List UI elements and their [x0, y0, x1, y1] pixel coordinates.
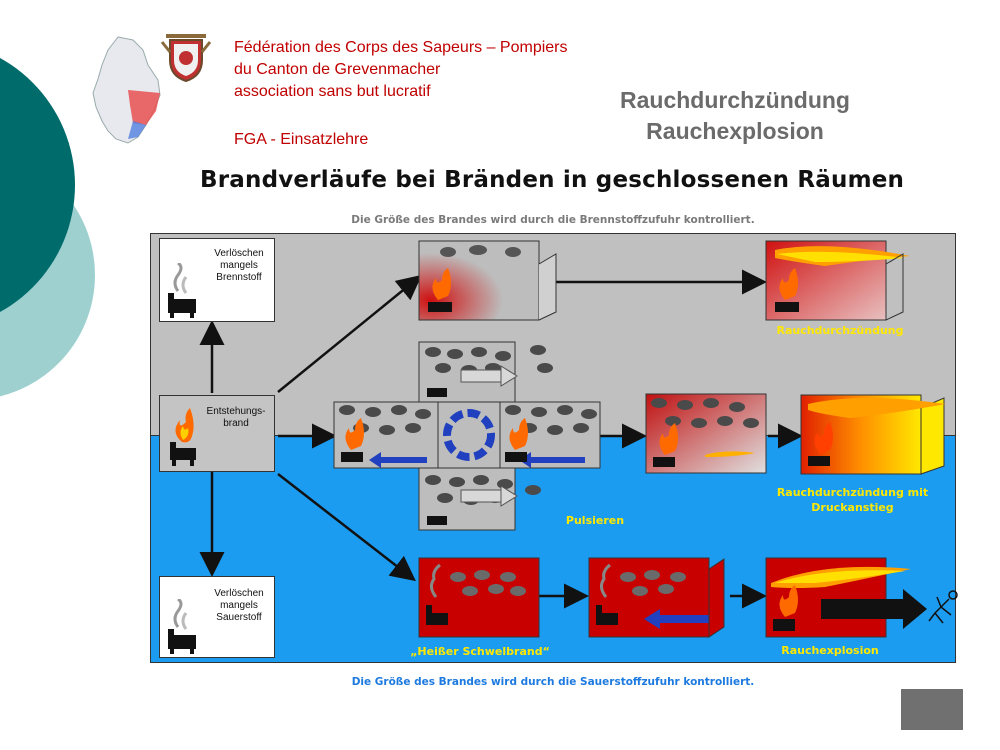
- room-pulsing-cluster: [333, 341, 601, 531]
- room-hot-smoldering: [418, 557, 540, 638]
- org-name-line2: du Canton de Grevenmacher: [234, 61, 441, 78]
- box-no-oxygen-label: Verlöschen mangels Sauerstoff: [214, 588, 264, 623]
- slide-nav-button[interactable]: [901, 689, 963, 730]
- luxembourg-map-icon: [92, 36, 161, 144]
- room-smoldering-opening: [588, 557, 725, 638]
- slide-title: Rauchdurchzündung Rauchexplosion: [580, 85, 890, 147]
- top-caption: Die Größe des Brandes wird durch die Bre…: [351, 214, 755, 226]
- diagram-headline: Brandverläufe bei Bränden in geschlossen…: [200, 167, 905, 193]
- org-name-line1: Fédération des Corps des Sapeurs – Pompi…: [234, 39, 568, 56]
- decorative-circles: [0, 58, 95, 397]
- label-hot-smoldering: „Heißer Schwelbrand“: [410, 645, 550, 658]
- box-origin-label: Entstehungs- brand: [206, 406, 266, 429]
- bottom-caption: Die Größe des Brandes wird durch die Sau…: [351, 676, 755, 688]
- box-no-fuel: Verlöschen mangels Brennstoff: [159, 238, 275, 322]
- slide-title-line1: Rauchdurchzündung: [620, 87, 850, 113]
- org-department: FGA - Einsatzlehre: [234, 131, 369, 148]
- label-pulsing: Pulsieren: [565, 514, 625, 527]
- room-backdraft: [765, 557, 958, 638]
- box-origin-fire: Entstehungs- brand: [159, 395, 275, 472]
- armchair-smoke-icon: [168, 263, 196, 318]
- room-smoke-fire: [645, 393, 767, 474]
- room-flashover: [765, 240, 910, 321]
- label-backdraft: Rauchexplosion: [781, 644, 879, 657]
- org-name-line3: association sans but lucratif: [234, 83, 431, 100]
- box-no-fuel-label: Verlöschen mangels Brennstoff: [214, 248, 264, 283]
- label-flashover: Rauchdurchzündung: [776, 324, 904, 337]
- room-fire-growing: [418, 240, 557, 321]
- room-flashover-pressure: [800, 394, 946, 475]
- armchair-smoke-icon: [168, 599, 196, 654]
- slide-title-line2: Rauchexplosion: [646, 118, 824, 144]
- armchair-fire-icon: [170, 408, 196, 466]
- label-flashover-pressure: Rauchdurchzündung mit Druckanstieg: [776, 486, 929, 514]
- coat-of-arms-icon: [160, 34, 212, 83]
- box-no-oxygen: Verlöschen mangels Sauerstoff: [159, 576, 275, 658]
